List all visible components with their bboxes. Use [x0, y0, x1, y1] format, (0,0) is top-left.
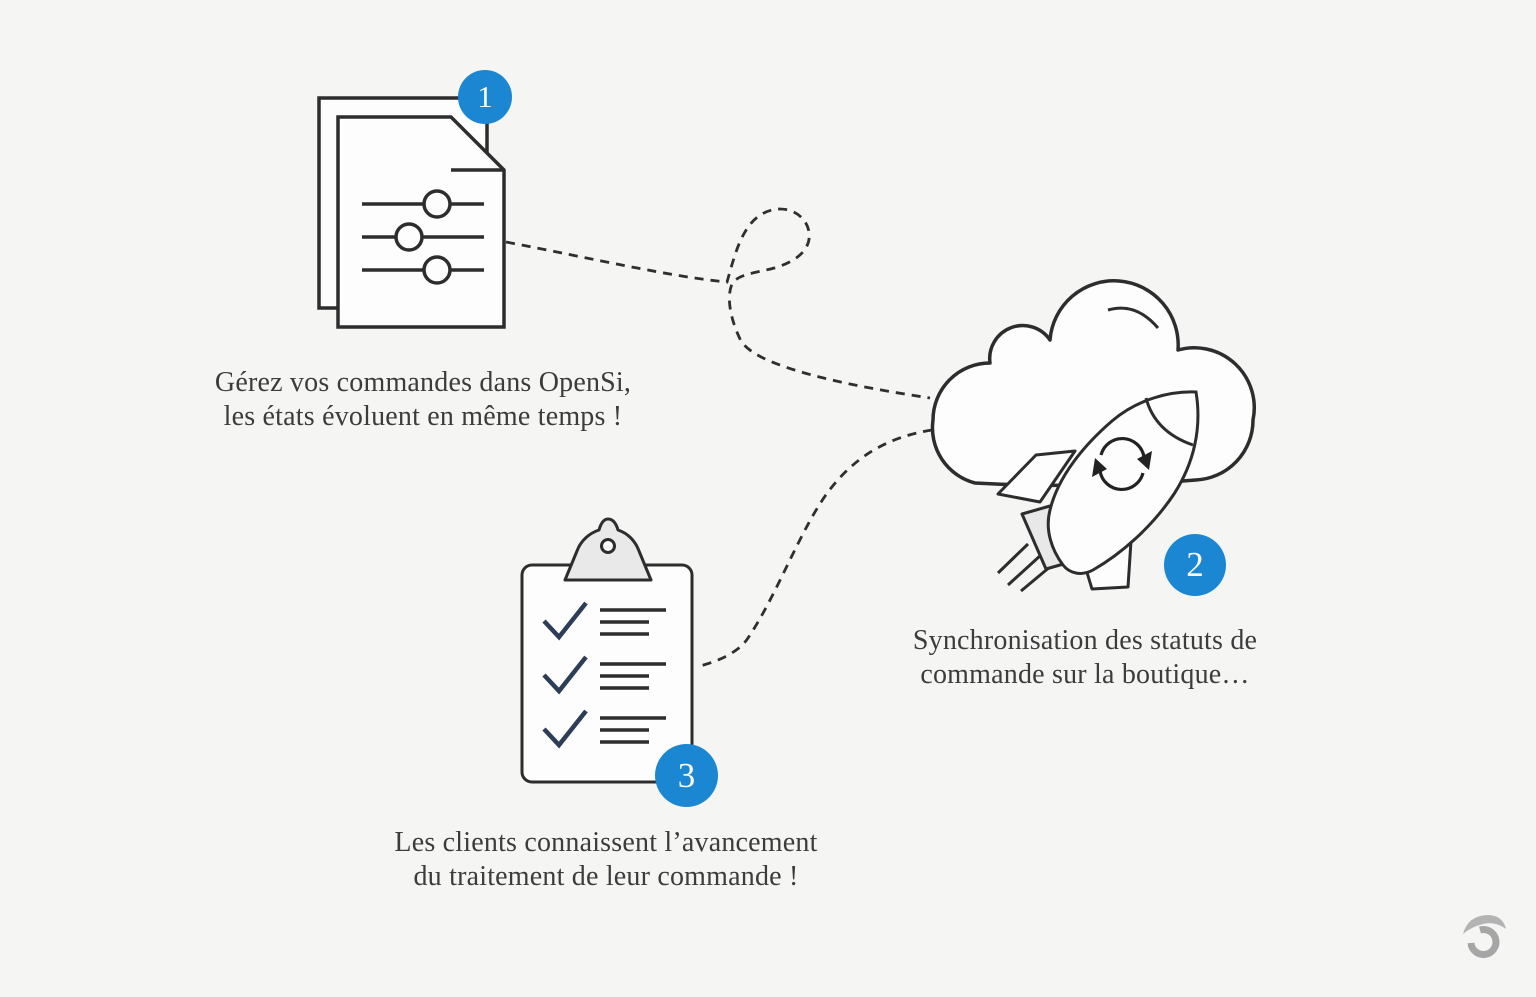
caption-line: Gérez vos commandes dans OpenSi,: [214, 367, 632, 398]
caption-line: commande sur la boutique…: [920, 659, 1250, 690]
rocket-icon: [996, 390, 1200, 593]
clip-hole: [600, 538, 616, 554]
speed-line: [1006, 553, 1043, 587]
step-1-caption: Gérez vos commandes dans OpenSi, les éta…: [158, 366, 688, 434]
check-icon: [542, 601, 588, 641]
clipboard-checklist-icon: [520, 517, 694, 784]
checklist-row: [542, 601, 666, 641]
check-icon: [542, 709, 588, 749]
slider-knob: [422, 189, 452, 219]
step-2-number: 2: [1186, 545, 1204, 584]
caption-line: Synchronisation des statuts de: [912, 625, 1258, 656]
step-3-badge: 3: [655, 744, 718, 807]
connector-2-dashed-line: [695, 428, 933, 669]
front-document-shape: [336, 115, 506, 329]
documents-settings-icon: [317, 96, 506, 329]
logo-swoosh: [1463, 915, 1506, 934]
cloud-highlight-arc: [1107, 306, 1160, 329]
opensi-logo-icon: [1463, 915, 1506, 958]
rocket-fin-left: [996, 449, 1077, 504]
cloud-rocket-sync-icon: [930, 279, 1257, 593]
step-3-number: 3: [677, 755, 696, 795]
caption-line: Les clients connaissent l’avancement: [394, 827, 818, 858]
checklist-row: [542, 655, 666, 695]
sync-icon: [1092, 436, 1152, 492]
caption-line: les états évoluent en même temps !: [223, 401, 623, 432]
check-icon: [542, 655, 588, 695]
slider-knob: [394, 222, 424, 252]
sync-arrowhead: [1137, 451, 1152, 470]
caption-line: du traitement de leur commande !: [413, 861, 799, 892]
step-1-number: 1: [477, 79, 493, 114]
rocket-body: [1046, 390, 1200, 575]
checklist-row: [542, 709, 666, 749]
speed-line: [996, 542, 1030, 575]
rocket-nose-line: [1144, 397, 1194, 447]
step-2-caption: Synchronisation des statuts de commande …: [820, 624, 1350, 692]
connector-1-dashed-line: [505, 207, 931, 400]
step-1-badge: 1: [458, 70, 512, 124]
sync-arrowhead: [1092, 458, 1107, 477]
step-3-caption: Les clients connaissent l’avancement du …: [341, 826, 871, 894]
logo-ring: [1467, 926, 1500, 958]
step-2-badge: 2: [1164, 534, 1226, 596]
slider-knob: [422, 255, 452, 285]
